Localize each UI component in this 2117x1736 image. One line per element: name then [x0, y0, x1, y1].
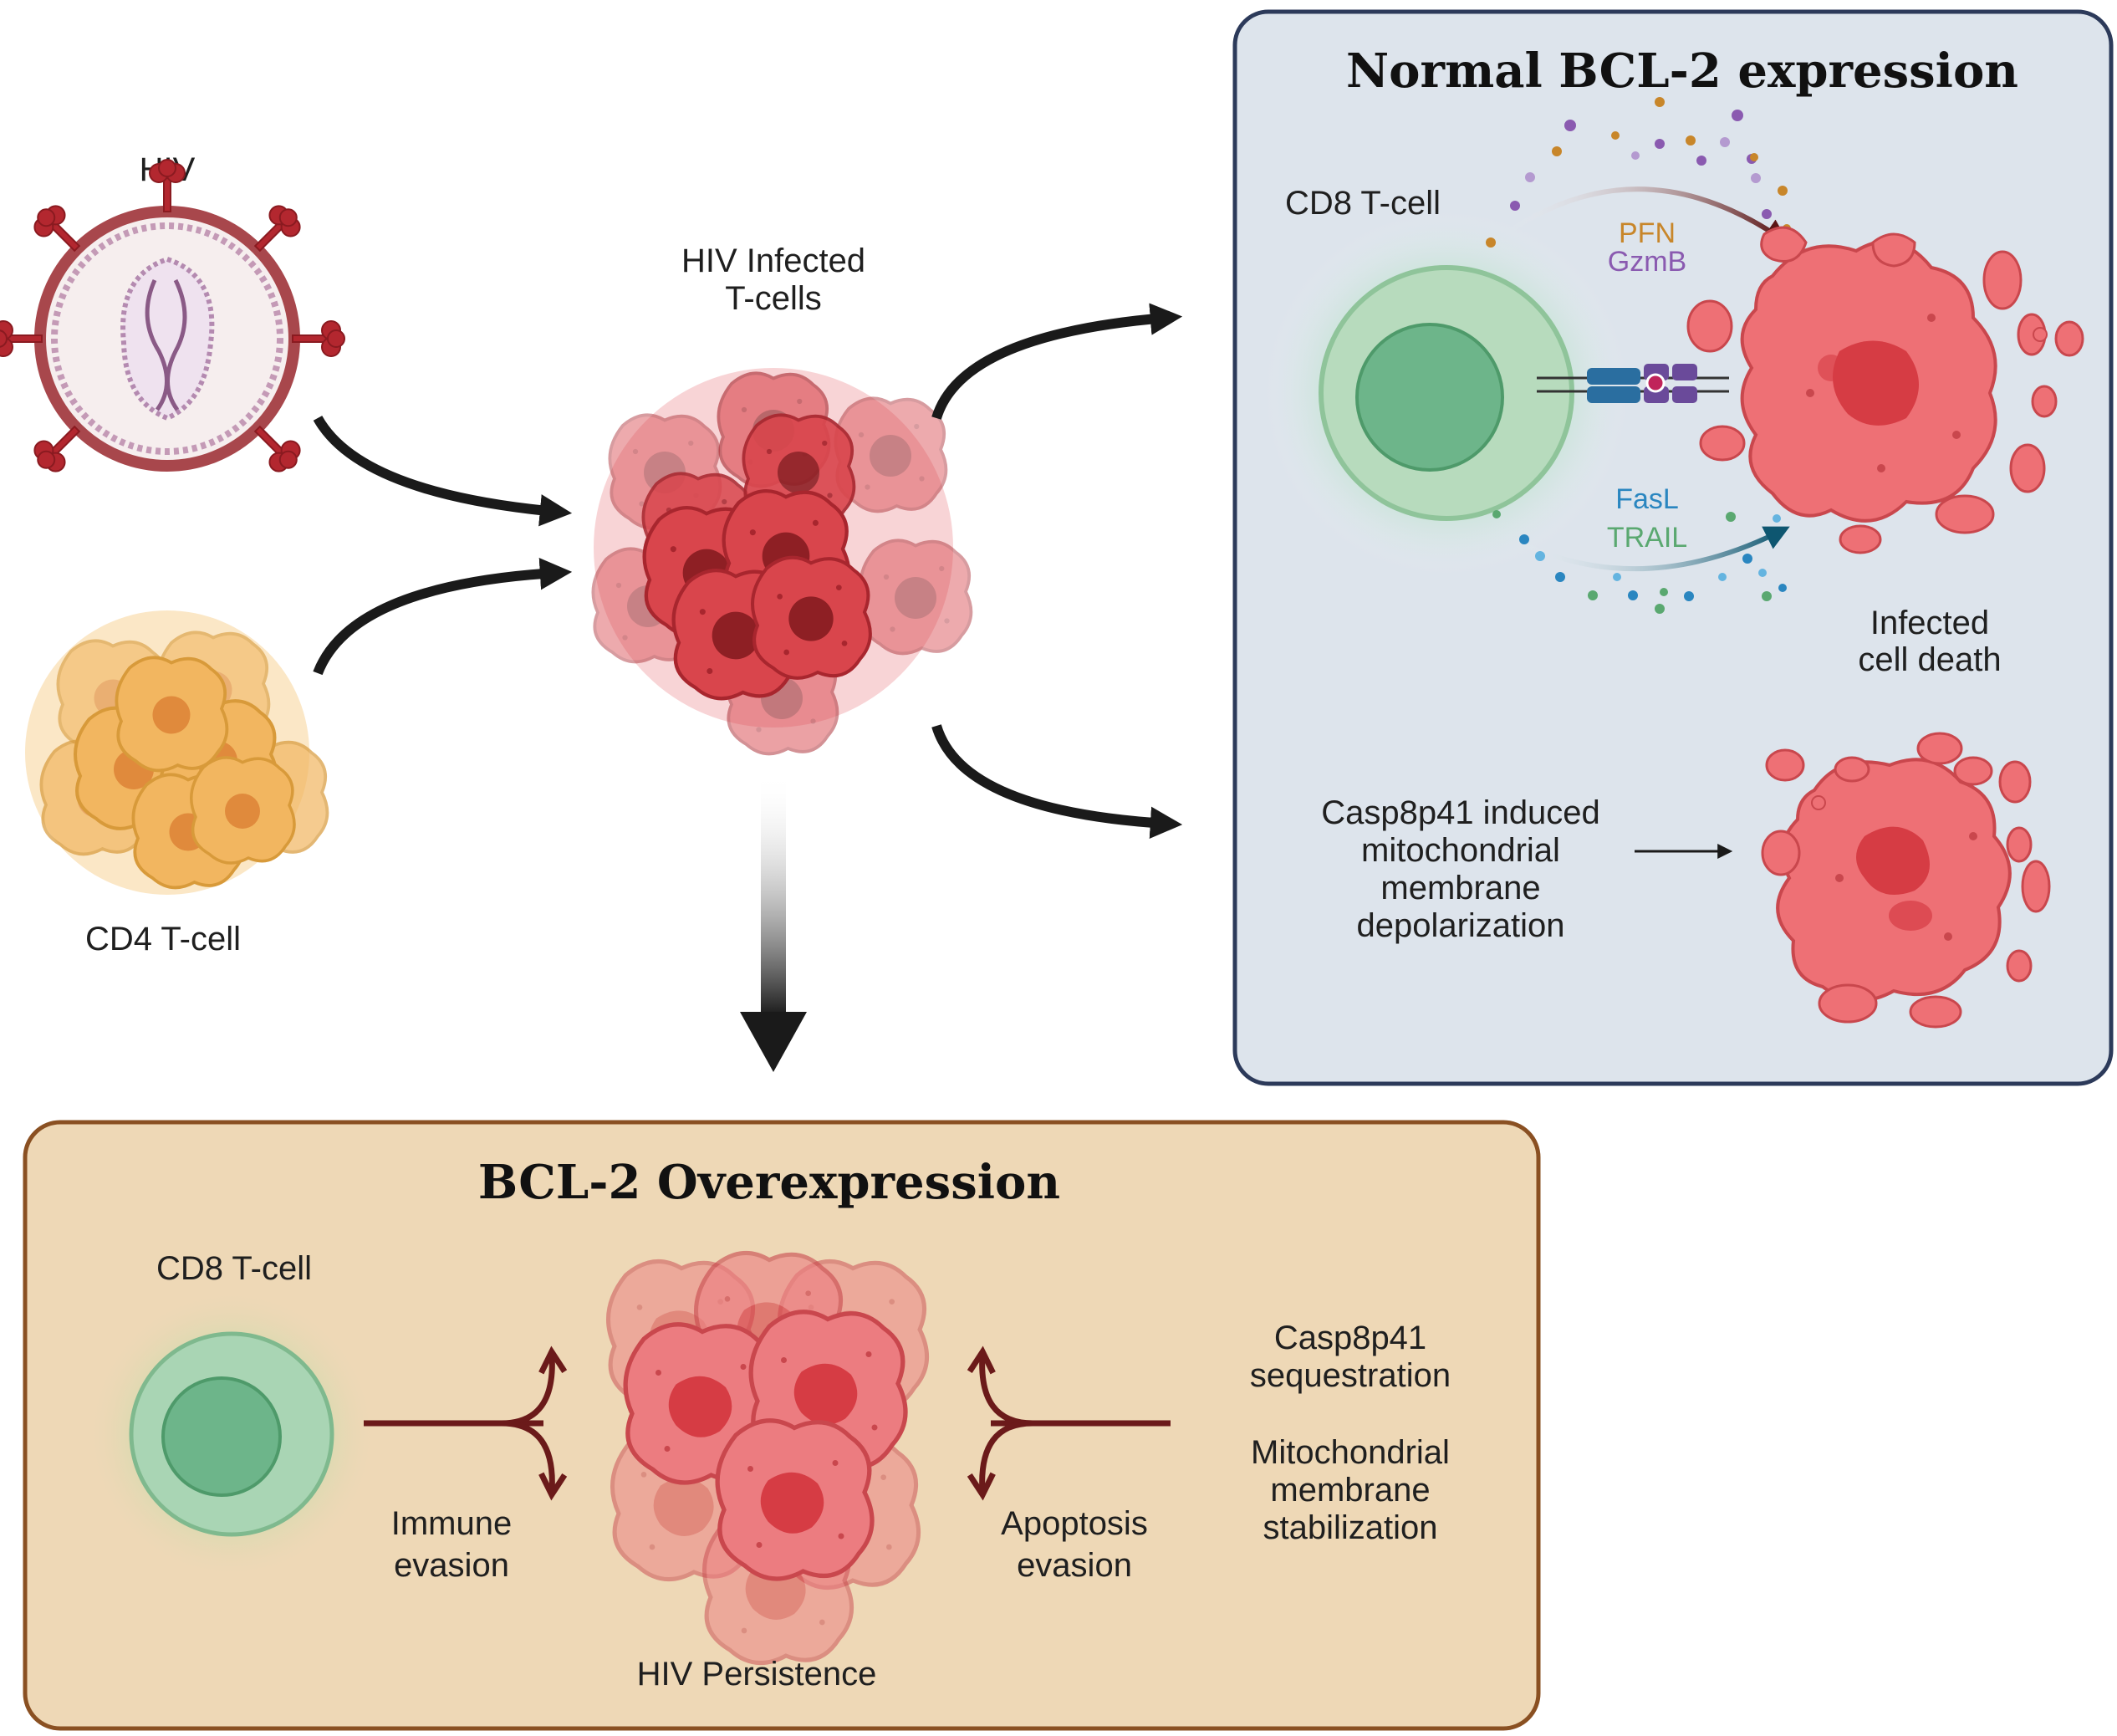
death-label-line2: cell death	[1858, 641, 2001, 678]
fas-receptor-ligand-icon	[1537, 364, 1729, 403]
casp-label-line2: mitochondrial	[1361, 832, 1560, 869]
dying-infected-cell-lower	[1761, 732, 2051, 1029]
infected-label-line1: HIV Infected	[681, 243, 865, 279]
down-arrow-head	[740, 1012, 807, 1072]
fasl-particles	[1492, 510, 1787, 614]
apoptosis-evasion-line1: Apoptosis	[1001, 1505, 1148, 1542]
stabilization-line1: Mitochondrial	[1251, 1434, 1450, 1471]
pfn-label: PFN	[1619, 217, 1676, 249]
hiv-to-infected-arrow	[313, 416, 573, 527]
normal-panel-title: Normal BCL-2 expression	[1346, 43, 2018, 99]
stabilization-line3: stabilization	[1263, 1509, 1437, 1546]
trail-label: TRAIL	[1607, 522, 1687, 554]
immune-evasion-arrow	[364, 1345, 568, 1501]
fasl-label: FasL	[1615, 483, 1679, 515]
gzmb-label: GzmB	[1608, 246, 1686, 278]
sequestration-line1: Casp8p41	[1274, 1320, 1426, 1356]
over-cd8-label: CD8 T-cell	[156, 1250, 312, 1287]
over-cd8-cell-icon	[85, 1288, 378, 1580]
hiv-virion-icon	[0, 159, 345, 472]
apoptosis-evasion-line2: evasion	[1017, 1547, 1132, 1584]
hiv-persistence-label: HIV Persistence	[637, 1656, 877, 1693]
to-normal-upper-arrow	[931, 303, 1183, 420]
pfn-gzmb-arrow	[1503, 186, 1789, 244]
casp-label-line4: depolarization	[1356, 907, 1564, 944]
down-arrow-shaft	[761, 774, 786, 1016]
death-label-line1: Infected	[1870, 605, 1989, 641]
apoptosis-evasion-arrow	[967, 1345, 1171, 1501]
stabilization-line2: membrane	[1270, 1472, 1430, 1509]
dying-infected-cell-upper	[1686, 226, 2084, 554]
immune-evasion-line1: Immune	[391, 1505, 513, 1542]
normal-cd8-cell-icon	[1263, 209, 1630, 577]
to-normal-lower-arrow	[931, 724, 1183, 839]
casp-label-line1: Casp8p41 induced	[1321, 794, 1600, 831]
cd4-cell-cluster	[25, 610, 329, 895]
infected-label-line2: T-cells	[725, 280, 822, 317]
over-panel-title: BCL-2 Overexpression	[478, 1155, 1060, 1210]
cd4-to-infected-arrow	[313, 558, 573, 676]
casp-label-line3: membrane	[1380, 870, 1540, 906]
cd4-label: CD4 T-cell	[85, 921, 241, 957]
sequestration-line2: sequestration	[1250, 1357, 1451, 1394]
fasl-trail-arrow	[1512, 526, 1790, 572]
infected-cell-cluster	[591, 368, 973, 756]
immune-evasion-line2: evasion	[394, 1547, 509, 1584]
